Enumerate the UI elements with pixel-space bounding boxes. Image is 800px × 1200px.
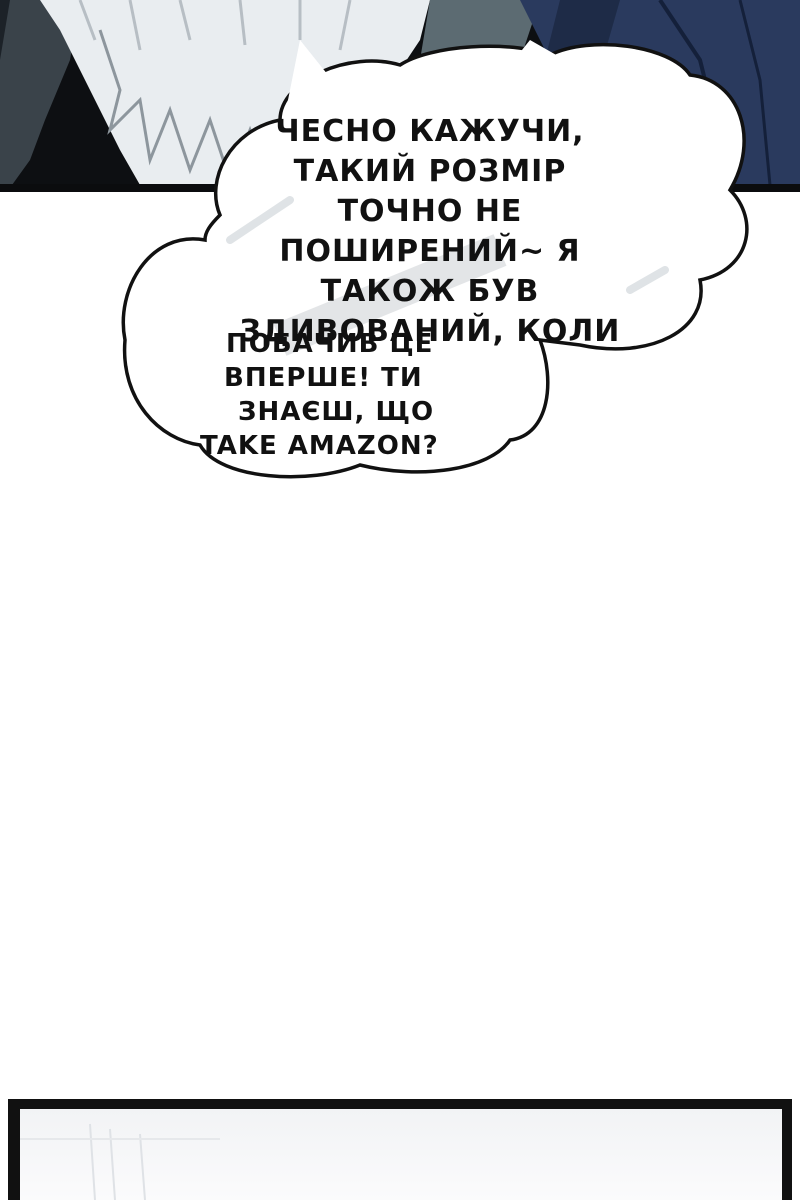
bubble-line: ТАКИЙ РОЗМІР bbox=[293, 154, 567, 189]
bubble-line: ВПЕРШЕ! ТИ bbox=[224, 363, 423, 393]
speech-bubble-shape bbox=[121, 40, 749, 479]
bubble-line: ЗДИВОВАНИЙ, КОЛИ bbox=[239, 314, 621, 349]
bubble-line: ЧЕСНО КАЖУЧИ, bbox=[275, 114, 585, 149]
bubble-line: ТОЧНО НЕ bbox=[337, 194, 523, 229]
bubble-text-overlap: ПОБАЧИВ ЦЕ ВПЕРШЕ! ТИ ЗНАЄШ, ЩО TAKE AMA… bbox=[200, 327, 500, 463]
comic-panel-bottom bbox=[8, 1099, 792, 1200]
bubble-line: ПОШИРЕНИЙ~ Я bbox=[279, 234, 581, 269]
bubble-line: ЗНАЄШ, ЩО bbox=[238, 397, 435, 427]
panel-bottom-lines bbox=[20, 1123, 220, 1200]
speech-bubble: ЧЕСНО КАЖУЧИ, ТАКИЙ РОЗМІР ТОЧНО НЕ ПОШИ… bbox=[110, 40, 800, 490]
panel-bottom-artwork bbox=[20, 1109, 782, 1200]
bubble-line: ПОБАЧИВ ЦЕ bbox=[226, 329, 434, 359]
bubble-line: TAKE AMAZON? bbox=[200, 431, 439, 461]
bubble-line: ТАКОЖ БУВ bbox=[320, 274, 540, 309]
bubble-text-main: ЧЕСНО КАЖУЧИ, ТАКИЙ РОЗМІР ТОЧНО НЕ ПОШИ… bbox=[230, 112, 630, 352]
